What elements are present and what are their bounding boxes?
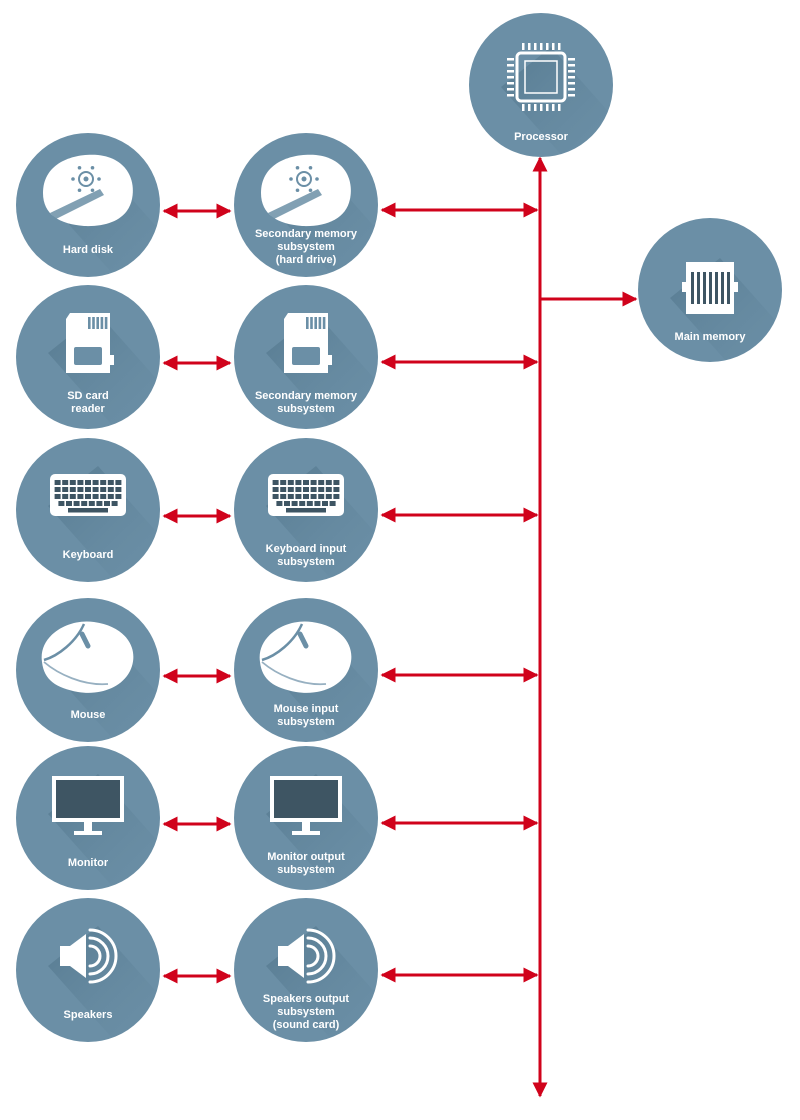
node-label-line: Monitor: [68, 857, 109, 869]
hard-disk-icon: [261, 154, 351, 227]
speaker-icon: [60, 928, 118, 984]
node-label-line: Main memory: [675, 331, 747, 343]
cpu-chip-icon: [507, 43, 575, 111]
node-label-line: Speakers: [64, 1009, 113, 1021]
node-label-line: Hard disk: [63, 244, 114, 256]
connectors: [162, 156, 638, 1098]
node-label-line: (sound card): [273, 1019, 340, 1031]
node-label-line: subsystem: [277, 1006, 335, 1018]
sd-card-icon: [284, 313, 332, 373]
node-label-line: Keyboard input: [266, 543, 347, 555]
keyboard-icon: [50, 474, 126, 516]
node-label-line: Mouse input: [274, 703, 339, 715]
speaker-icon: [278, 928, 336, 984]
node-label-line: Secondary memory: [255, 228, 358, 240]
node-label-line: Keyboard: [63, 549, 114, 561]
device-node-5: Speakers: [16, 898, 160, 1042]
node-label-line: subsystem: [277, 864, 335, 876]
node-label-line: Speakers output: [263, 993, 350, 1005]
node-label-line: subsystem: [277, 556, 335, 568]
device-node-3: Mouse: [16, 598, 160, 742]
device-node-4: Monitor: [16, 746, 160, 890]
monitor-icon: [270, 776, 342, 835]
mouse-icon: [41, 621, 134, 693]
node-label-line: reader: [71, 403, 105, 415]
mouse-icon: [259, 621, 352, 693]
device-node-2: Keyboard: [16, 438, 160, 582]
device-node-0: Hard disk: [16, 133, 160, 277]
node-label-line: SD card: [67, 390, 109, 402]
node-label-line: Monitor output: [267, 851, 345, 863]
main-memory-node: Main memory: [638, 218, 782, 362]
monitor-icon: [52, 776, 124, 835]
node-label-line: subsystem: [277, 241, 335, 253]
sd-card-icon: [66, 313, 114, 373]
ram-module-icon: [682, 262, 738, 314]
node-label-line: Secondary memory: [255, 390, 358, 402]
node-label-line: Mouse: [71, 709, 106, 721]
keyboard-icon: [268, 474, 344, 516]
node-label-line: (hard drive): [276, 254, 337, 266]
hard-disk-icon: [43, 154, 133, 227]
node-label-line: Processor: [514, 131, 569, 143]
node-label-line: subsystem: [277, 716, 335, 728]
node-label-line: subsystem: [277, 403, 335, 415]
processor-node: Processor: [469, 13, 613, 157]
